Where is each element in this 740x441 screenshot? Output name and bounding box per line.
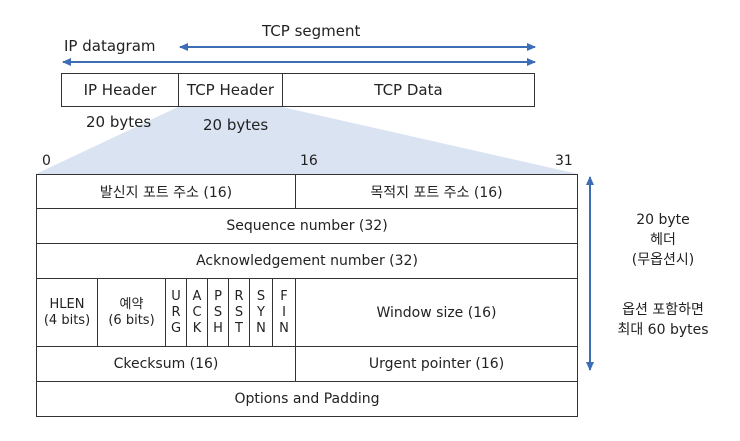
hlen-bits: (4 bits) [43, 312, 91, 328]
header-size-line1: 20 byte [636, 212, 690, 228]
tcp-header-box: TCP Header [178, 73, 283, 107]
ack-number-field: Acknowledgement number (32) [36, 243, 578, 279]
reserved-bits: (6 bits) [108, 312, 155, 328]
tcp-segment-label: TCP segment [262, 22, 361, 40]
bit-label-0: 0 [42, 153, 51, 169]
destination-port-field: 목적지 포트 주소 (16) [295, 174, 578, 209]
options-size-line1: 옵션 포함하면 [622, 302, 704, 318]
options-size-line2: 최대 60 bytes [617, 322, 709, 338]
tcp-data-box: TCP Data [282, 73, 535, 107]
options-padding-field: Options and Padding [36, 381, 578, 417]
bit-label-31: 31 [555, 153, 573, 169]
options-size-note: 옵션 포함하면 최대 60 bytes [598, 300, 728, 340]
checksum-field: Ckecksum (16) [36, 346, 296, 382]
hlen-field: HLEN (4 bits) [36, 278, 98, 347]
ip-datagram-label: IP datagram [64, 37, 156, 55]
source-port-field: 발신지 포트 주소 (16) [36, 174, 296, 209]
urgent-pointer-field: Urgent pointer (16) [295, 346, 578, 382]
reserved-field: 예약 (6 bits) [97, 278, 166, 347]
sequence-number-field: Sequence number (32) [36, 208, 578, 244]
ip-header-size: 20 bytes [86, 113, 152, 131]
hlen-label: HLEN [49, 296, 85, 312]
window-size-field: Window size (16) [295, 278, 578, 347]
header-size-line3: (무옵션시) [631, 252, 695, 268]
ip-header-box: IP Header [61, 73, 179, 107]
header-size-note: 20 byte 헤더 (무옵션시) [598, 210, 728, 270]
tcp-header-size: 20 bytes [203, 116, 269, 134]
bit-label-16: 16 [300, 153, 318, 169]
reserved-label: 예약 [119, 296, 144, 312]
zoom-wedge [36, 107, 578, 174]
header-size-line2: 헤더 [650, 232, 676, 248]
